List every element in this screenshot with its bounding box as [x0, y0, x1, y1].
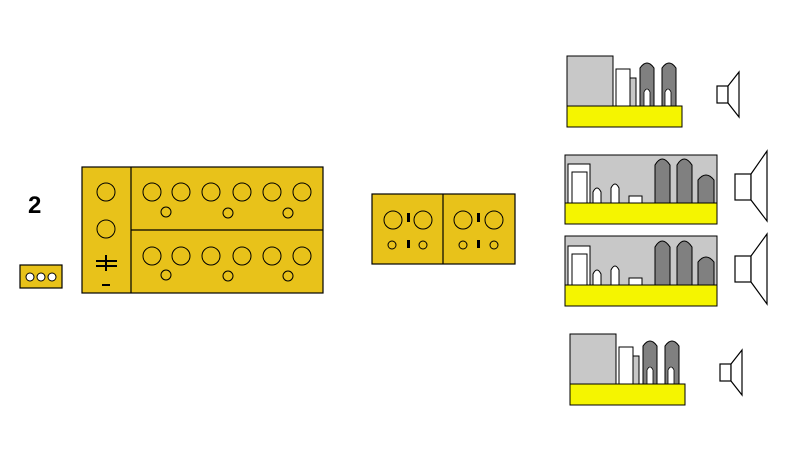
- knob-row-lower: [142, 246, 312, 282]
- amp-tweeter-right: [569, 333, 686, 406]
- amp-tweeter-left: [566, 55, 683, 128]
- crossover-unit: [371, 193, 516, 265]
- preamp-unit: [81, 166, 324, 294]
- source-connector: [19, 264, 63, 289]
- knob-row-upper: [142, 182, 312, 219]
- speaker-large-lower-icon: [734, 232, 768, 306]
- speaker-small-top-icon: [716, 70, 740, 119]
- capacitor-symbol-icon: [96, 255, 117, 286]
- diagram-number-label: 2: [28, 192, 42, 219]
- amp-woofer-right: [564, 235, 718, 307]
- speaker-large-upper-icon: [734, 149, 768, 223]
- amp-woofer-left: [564, 154, 718, 225]
- speaker-small-bottom-icon: [719, 348, 743, 397]
